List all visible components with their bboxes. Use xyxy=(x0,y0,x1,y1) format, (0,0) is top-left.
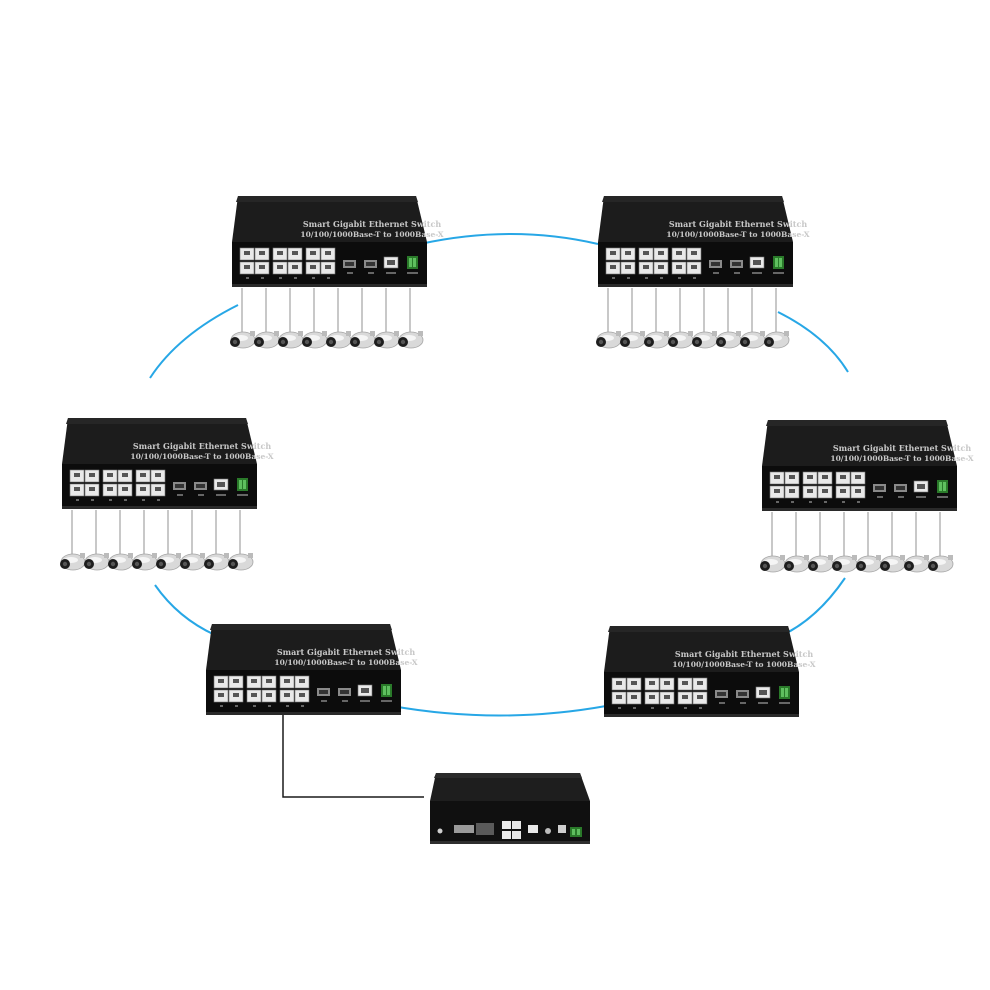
camera-group-mid-right xyxy=(760,512,953,572)
switch-label-line2: 10/100/1000Base-T to 1000Base-X xyxy=(274,658,417,667)
switch-label-line2: 10/100/1000Base-T to 1000Base-X xyxy=(666,230,809,239)
switch-label-line2: 10/100/1000Base-T to 1000Base-X xyxy=(672,660,815,669)
copper-uplink-line xyxy=(282,712,424,798)
switch-label-line1: Smart Gigabit Ethernet Switch xyxy=(303,219,441,229)
fiber-link-mid-left xyxy=(154,584,216,636)
camera-group-top-left xyxy=(230,288,423,348)
switch-label-line2: 10/100/1000Base-T to 1000Base-X xyxy=(130,452,273,461)
switch-label-line1: Smart Gigabit Ethernet Switch xyxy=(133,441,271,451)
fiber-link-top xyxy=(419,233,599,245)
switch-mid-right: Smart Gigabit Ethernet Switch 10/100/100… xyxy=(761,419,974,512)
switch-label-line2: 10/100/1000Base-T to 1000Base-X xyxy=(830,454,973,463)
fiber-link-top-right xyxy=(777,311,849,373)
fiber-link-bottom xyxy=(391,705,607,717)
switch-top-right: Smart Gigabit Ethernet Switch 10/100/100… xyxy=(597,195,810,288)
switch-label-line1: Smart Gigabit Ethernet Switch xyxy=(277,647,415,657)
switch-label-line1: Smart Gigabit Ethernet Switch xyxy=(833,443,971,453)
camera-group-mid-left xyxy=(60,510,253,570)
switch-label-line1: Smart Gigabit Ethernet Switch xyxy=(669,219,807,229)
switch-bottom-right: Smart Gigabit Ethernet Switch 10/100/100… xyxy=(603,625,816,718)
camera-group-top-right xyxy=(596,288,789,348)
nvr-recorder xyxy=(430,773,590,844)
switch-top-left: Smart Gigabit Ethernet Switch 10/100/100… xyxy=(231,195,444,288)
switch-bottom-left: Smart Gigabit Ethernet Switch 10/100/100… xyxy=(205,623,418,716)
fiber-link-top-left xyxy=(149,304,239,379)
switch-label-line1: Smart Gigabit Ethernet Switch xyxy=(675,649,813,659)
switch-label-line2: 10/100/1000Base-T to 1000Base-X xyxy=(300,230,443,239)
switch-mid-left: Smart Gigabit Ethernet Switch 10/100/100… xyxy=(61,417,274,510)
